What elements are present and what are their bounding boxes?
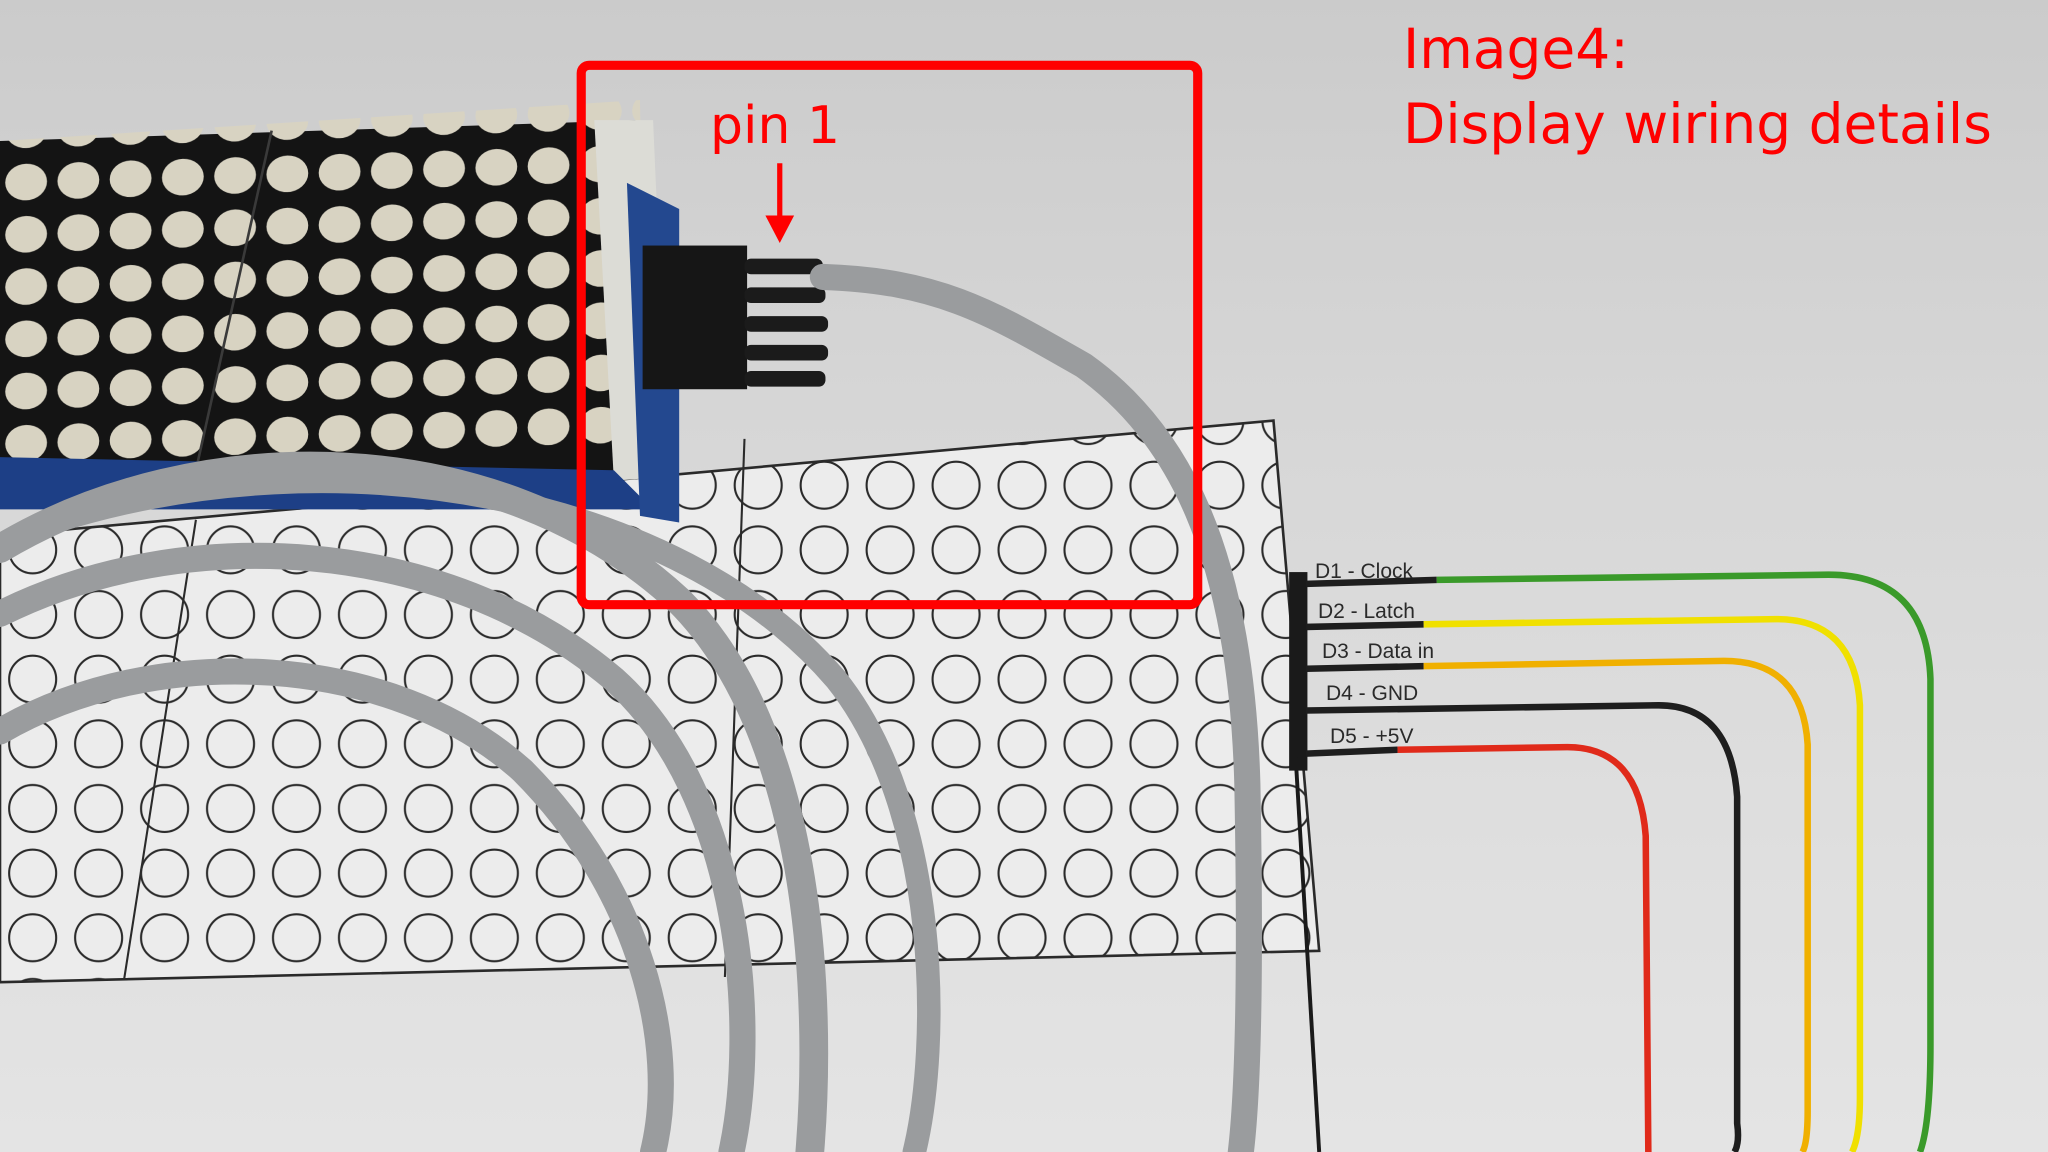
- pin-label-d1: D1 - Clock: [1315, 560, 1414, 583]
- pin-label-d3: D3 - Data in: [1322, 640, 1435, 663]
- annotation-title: Image4:: [1403, 17, 1629, 81]
- highlight-annotation: [576, 60, 1203, 610]
- pin-label-d2: D2 - Latch: [1318, 600, 1415, 623]
- ribbon-cable: [0, 263, 1262, 1152]
- diagram-wires: [1305, 571, 1934, 1152]
- pin-1-label: pin 1: [710, 96, 841, 156]
- dupont-connector: [642, 245, 829, 390]
- annotation-subtitle: Display wiring details: [1403, 92, 1992, 156]
- pin-label-d5: D5 - +5V: [1330, 725, 1414, 748]
- pin-label-d4: D4 - GND: [1326, 682, 1419, 705]
- diagram-connector: [1289, 572, 1322, 1152]
